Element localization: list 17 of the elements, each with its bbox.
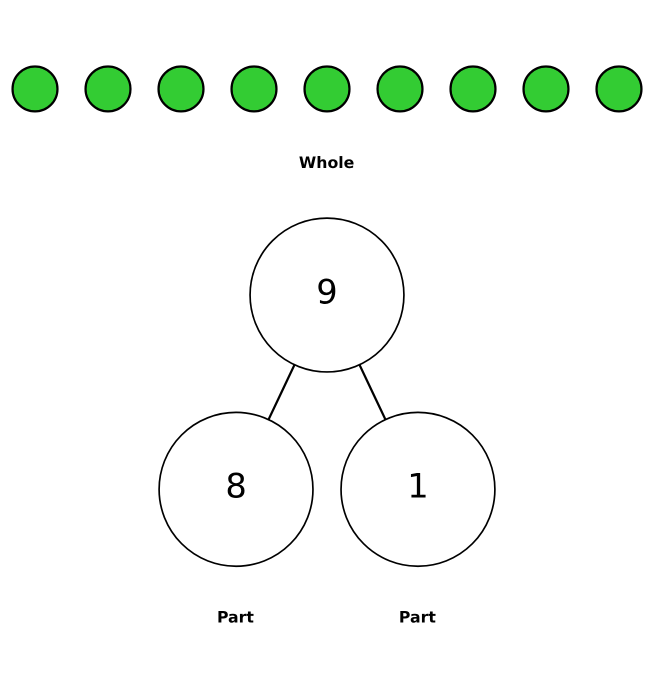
node-circle: 1 [340, 412, 496, 568]
node-label: Part [216, 608, 254, 627]
node-circle [376, 65, 424, 113]
node-circle [84, 65, 132, 113]
node-label: Whole [298, 152, 354, 172]
node-circle [11, 65, 59, 113]
node-circle: 8 [158, 412, 314, 568]
connector [358, 364, 386, 420]
node-circle [522, 65, 570, 113]
node-circle [157, 65, 205, 113]
node-circle [230, 65, 278, 113]
node-circle [303, 65, 351, 113]
node-circle: 9 [249, 217, 405, 373]
node-label: Part [398, 608, 436, 627]
node-circle [595, 65, 643, 113]
node-circle [449, 65, 497, 113]
connector [268, 364, 296, 420]
